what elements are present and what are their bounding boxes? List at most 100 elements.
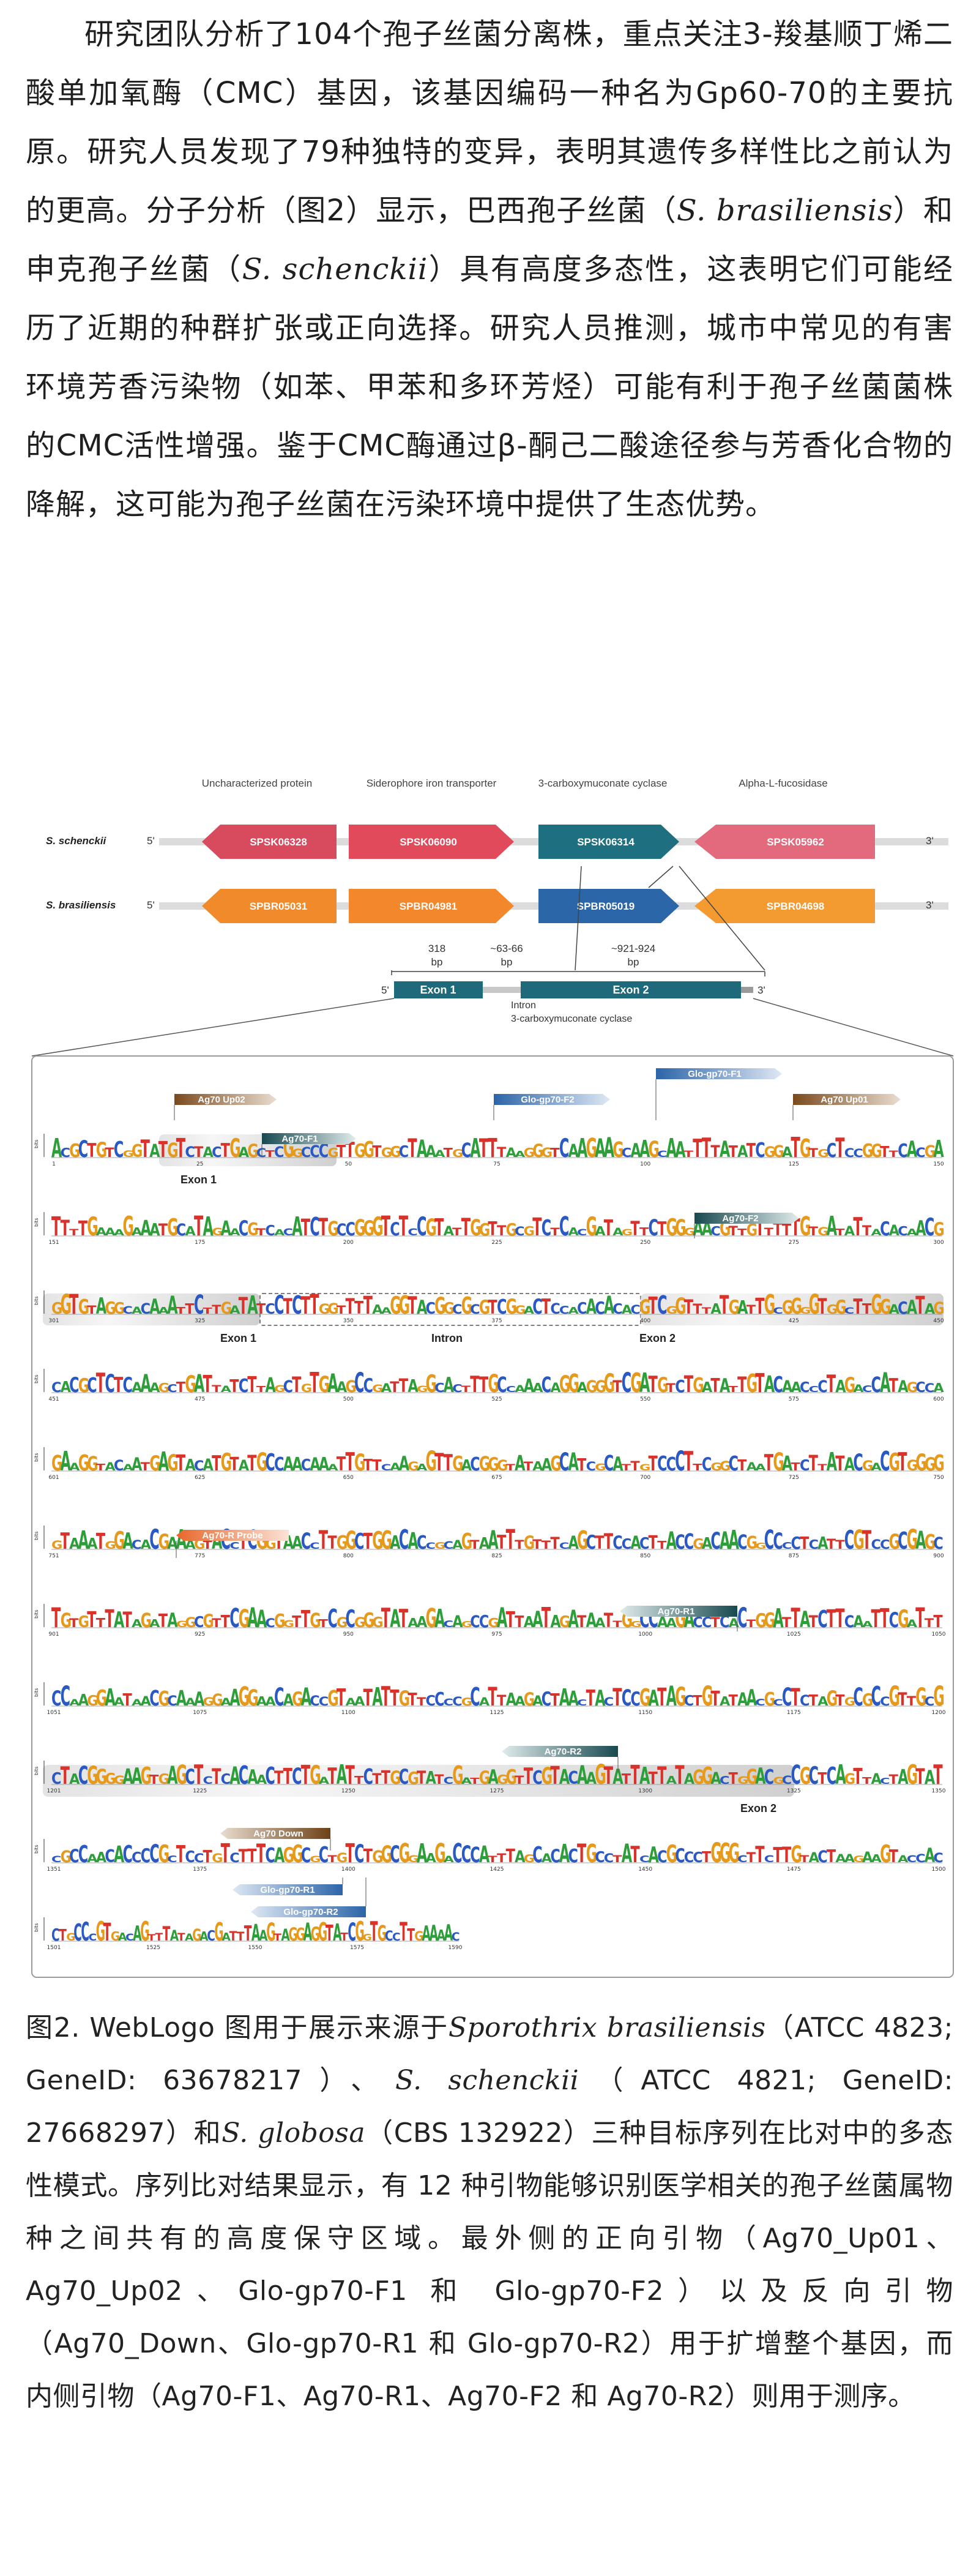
logo-letter: T xyxy=(488,1855,497,1865)
logo-letter: G xyxy=(853,1525,864,1556)
logo-letter: C xyxy=(185,1765,195,1789)
logo-letter: A xyxy=(105,1226,116,1238)
logo-letter: G xyxy=(363,1216,374,1240)
logo-letter: T xyxy=(612,1683,622,1712)
logo-letter: T xyxy=(337,1141,346,1161)
logo-letter: C xyxy=(479,1612,489,1631)
logo-letter: G xyxy=(426,1446,437,1478)
logo-letter: G xyxy=(51,1300,62,1318)
logo-letter: C xyxy=(773,1529,783,1554)
logo-letter: C xyxy=(844,1306,854,1316)
logo-letter: G xyxy=(247,1686,258,1712)
logo-letter: T xyxy=(326,1920,333,1945)
logo-letter: C xyxy=(310,1693,319,1709)
logo-letter: T xyxy=(577,1838,586,1868)
logo-letter: G xyxy=(524,1852,535,1865)
exon1-label: Exon 1 xyxy=(420,984,456,996)
position-tick-label: 775 xyxy=(195,1553,205,1559)
logo-letter: G xyxy=(702,1680,713,1712)
logo-letter: A xyxy=(898,1377,908,1396)
logo-letter: T xyxy=(229,1929,237,1944)
logo-letter: C xyxy=(586,1459,596,1473)
logo-letter: T xyxy=(649,1532,658,1554)
logo-letter: T xyxy=(301,1606,311,1633)
position-tick-label: 550 xyxy=(640,1396,650,1402)
bits-axis-label: bits xyxy=(34,1296,39,1305)
logo-letter: C xyxy=(933,1851,943,1866)
logo-letter: G xyxy=(729,1838,740,1869)
logo-letter: T xyxy=(247,1372,257,1398)
logo-letter: A xyxy=(118,1931,127,1943)
logo-letter: T xyxy=(702,1306,711,1316)
logo-letter: G xyxy=(933,1298,944,1317)
logo-letter: C xyxy=(274,1290,284,1320)
gene-label-spsk06328: SPSK06328 xyxy=(250,836,307,848)
figure-2: Uncharacterized protein Siderophore iron… xyxy=(31,768,955,1980)
logo-letter: T xyxy=(666,1382,676,1395)
logo-letter: T xyxy=(176,1450,186,1476)
position-end-label: 1350 xyxy=(932,1788,946,1794)
logo-letter: C xyxy=(657,1847,667,1866)
logo-letter: C xyxy=(212,1145,221,1161)
logo-letter: T xyxy=(550,1533,560,1552)
gene-arrow-spsk06314 xyxy=(538,825,679,859)
logo-letter: T xyxy=(256,1385,266,1394)
logo-letter: G xyxy=(167,1450,178,1476)
logo-letter: T xyxy=(925,1616,934,1630)
logo-letter: G xyxy=(800,1133,811,1163)
five-prime-schenckii: 5' xyxy=(147,835,155,847)
logo-letter: C xyxy=(426,1300,436,1318)
logo-letter: C xyxy=(399,1764,409,1789)
logo-letter: C xyxy=(559,1304,569,1317)
logo-letter: T xyxy=(827,1369,836,1398)
logo-letter: A xyxy=(817,1694,828,1709)
logo-letter: T xyxy=(470,1537,480,1551)
logo-letter: C xyxy=(925,1694,934,1708)
primer-ag70-r2-arrow xyxy=(502,1746,618,1757)
logo-letter: T xyxy=(123,1608,132,1632)
logo-letter: A xyxy=(925,1767,935,1789)
logo-letter: T xyxy=(59,1926,67,1945)
logo-letter: C xyxy=(426,1541,436,1551)
position-tick-label: 1575 xyxy=(350,1945,364,1951)
logo-letter: A xyxy=(69,1461,80,1473)
logo-letter: T xyxy=(550,1761,560,1790)
logo-letter: A xyxy=(203,1455,214,1474)
logo-letter: T xyxy=(755,1843,765,1868)
logo-letter: T xyxy=(203,1538,212,1552)
logo-letter: C xyxy=(265,1450,275,1477)
position-tick-label: 575 xyxy=(789,1396,799,1402)
logo-letter: A xyxy=(791,1380,802,1396)
logo-letter: G xyxy=(203,1611,214,1632)
logo-letter: T xyxy=(702,1133,711,1164)
logo-letter: C xyxy=(844,1146,854,1159)
position-tick-label: 475 xyxy=(195,1396,205,1402)
logo-letter: G xyxy=(158,1840,169,1868)
logo-letter: G xyxy=(354,1141,365,1162)
logo-letter: A xyxy=(274,1228,285,1237)
logo-letter: T xyxy=(506,1608,516,1633)
logo-letter: G xyxy=(87,1453,98,1475)
logo-letter: G xyxy=(586,1133,597,1164)
logo-letter: T xyxy=(639,1225,649,1238)
logo-letter: T xyxy=(408,1133,417,1163)
logo-letter: C xyxy=(800,1380,810,1396)
logo-letter: C xyxy=(265,1763,275,1790)
logo-letter: G xyxy=(630,1368,641,1399)
position-tick-label: 1325 xyxy=(787,1788,801,1794)
logo-letter: T xyxy=(889,1150,899,1159)
logo-letter: A xyxy=(69,1535,80,1553)
logo-letter: T xyxy=(782,1220,791,1240)
logo-letter: G xyxy=(381,1841,392,1868)
logo-letter: G xyxy=(684,1226,695,1238)
logo-letter: A xyxy=(515,1694,525,1709)
logo-letter: A xyxy=(327,1463,338,1473)
exon2-length-unit: bp xyxy=(628,956,639,968)
logo-letter: G xyxy=(158,1687,169,1711)
logo-letter: C xyxy=(337,1220,346,1239)
logo-letter: A xyxy=(515,1150,526,1159)
logo-letter: A xyxy=(532,1607,543,1633)
logo-letter: T xyxy=(907,1694,916,1709)
logo-letter: A xyxy=(185,1538,196,1552)
